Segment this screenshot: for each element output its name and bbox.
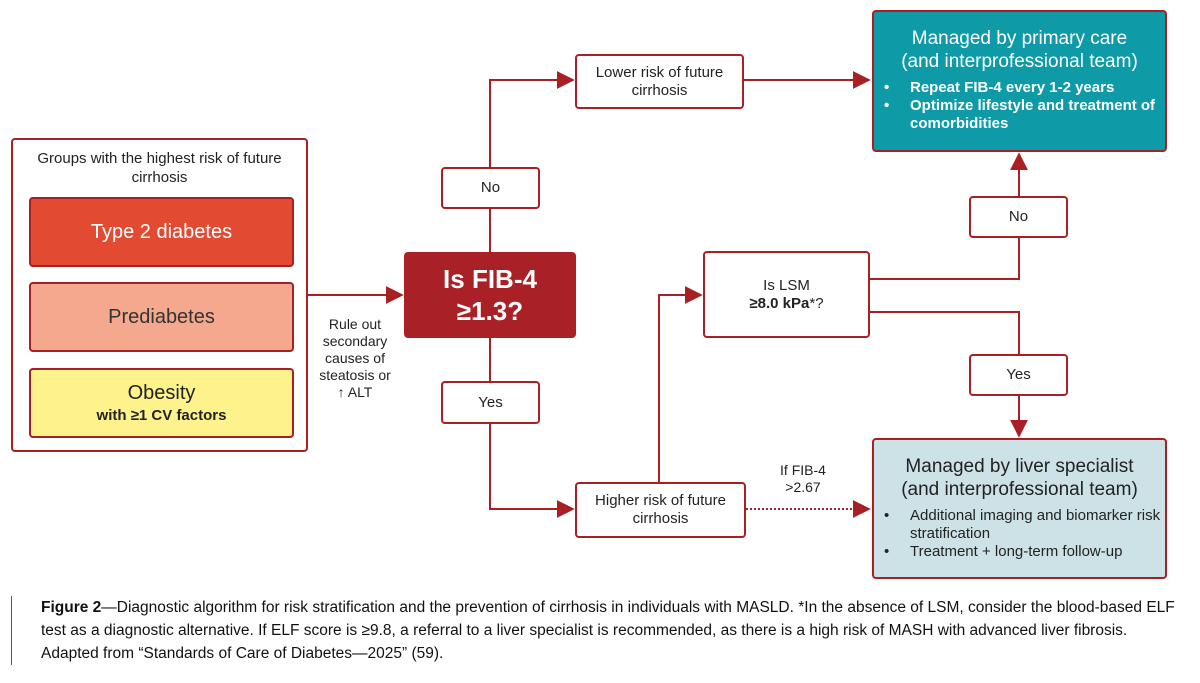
fib4-note-line2: >2.67	[785, 479, 821, 495]
primary-care-title-line1: Managed by primary care	[911, 28, 1128, 49]
liver-specialist-title-line2: (and interprofessional team)	[901, 479, 1138, 500]
arrow-higher-to-lsm	[658, 286, 703, 482]
higher-risk-text: Higher risk of future cirrhosis	[595, 492, 726, 527]
liver-specialist-bullet: Additional imaging and biomarker risk st…	[882, 507, 1165, 543]
primary-care-bullet: Optimize lifestyle and treatment of como…	[882, 97, 1165, 133]
yes-label-fib4: Yes	[441, 381, 540, 424]
figure-label: Figure 2	[41, 599, 102, 616]
higher-risk-box: Higher risk of future cirrhosis	[575, 482, 746, 538]
no-label-lsm-text: No	[1008, 208, 1029, 225]
fib4-line2: ≥1.3?	[456, 296, 524, 326]
fib4-threshold-note: If FIB-4 >2.67	[768, 462, 838, 496]
figure-caption: Figure 2—Diagnostic algorithm for risk s…	[11, 596, 1181, 665]
lsm-threshold: ≥8.0 kPa	[749, 294, 810, 312]
risk-obesity-label: Obesity	[127, 382, 196, 404]
liver-specialist-box: Managed by liver specialist (and interpr…	[872, 438, 1167, 579]
high-risk-groups-panel: Groups with the highest risk of future c…	[11, 138, 308, 452]
risk-type2-diabetes-label: Type 2 diabetes	[90, 220, 233, 243]
liver-specialist-bullets: Additional imaging and biomarker risk st…	[874, 507, 1165, 561]
liver-specialist-title: Managed by liver specialist (and interpr…	[901, 455, 1138, 501]
no-label-fib4-text: No	[480, 179, 501, 196]
primary-care-title: Managed by primary care (and interprofes…	[901, 27, 1138, 73]
lower-risk-text: Lower risk of future cirrhosis	[595, 63, 724, 99]
yes-label-fib4-text: Yes	[478, 393, 503, 411]
liver-specialist-bullet: Treatment + long-term follow-up	[882, 543, 1165, 561]
risk-obesity-sublabel: with ≥1 CV factors	[96, 407, 227, 424]
risk-prediabetes: Prediabetes	[29, 282, 294, 352]
rule-out-note: Rule out secondary causes of steatosis o…	[319, 316, 391, 400]
lsm-line2: ≥8.0 kPa*?	[749, 295, 823, 313]
yes-label-lsm: Yes	[969, 354, 1068, 396]
primary-care-bullets: Repeat FIB-4 every 1-2 years Optimize li…	[874, 79, 1165, 133]
fib4-note-line1: If FIB-4	[780, 462, 826, 478]
lsm-line1: Is LSM	[763, 276, 810, 294]
primary-care-box: Managed by primary care (and interprofes…	[872, 10, 1167, 152]
yes-label-lsm-text: Yes	[1006, 366, 1031, 383]
no-label-lsm: No	[969, 196, 1068, 238]
liver-specialist-title-line1: Managed by liver specialist	[905, 456, 1134, 477]
no-label-fib4: No	[441, 167, 540, 209]
figure-caption-text: —Diagnostic algorithm for risk stratific…	[41, 599, 1175, 662]
line-fib4-up	[489, 71, 575, 252]
primary-care-title-line2: (and interprofessional team)	[901, 51, 1138, 72]
arrow-lsm-no-to-primary	[870, 152, 1028, 280]
lsm-decision: Is LSM ≥8.0 kPa*?	[703, 251, 870, 338]
lsm-suffix: *?	[809, 294, 824, 312]
risk-type2-diabetes: Type 2 diabetes	[29, 197, 294, 267]
fib4-decision: Is FIB-4 ≥1.3?	[404, 252, 576, 338]
fib4-line1: Is FIB-4	[443, 264, 537, 294]
risk-obesity: Obesity with ≥1 CV factors	[29, 368, 294, 438]
lower-risk-box: Lower risk of future cirrhosis	[575, 54, 744, 109]
high-risk-groups-title: Groups with the highest risk of future c…	[37, 150, 282, 186]
primary-care-bullet: Repeat FIB-4 every 1-2 years	[882, 79, 1165, 97]
risk-prediabetes-label: Prediabetes	[108, 305, 215, 328]
